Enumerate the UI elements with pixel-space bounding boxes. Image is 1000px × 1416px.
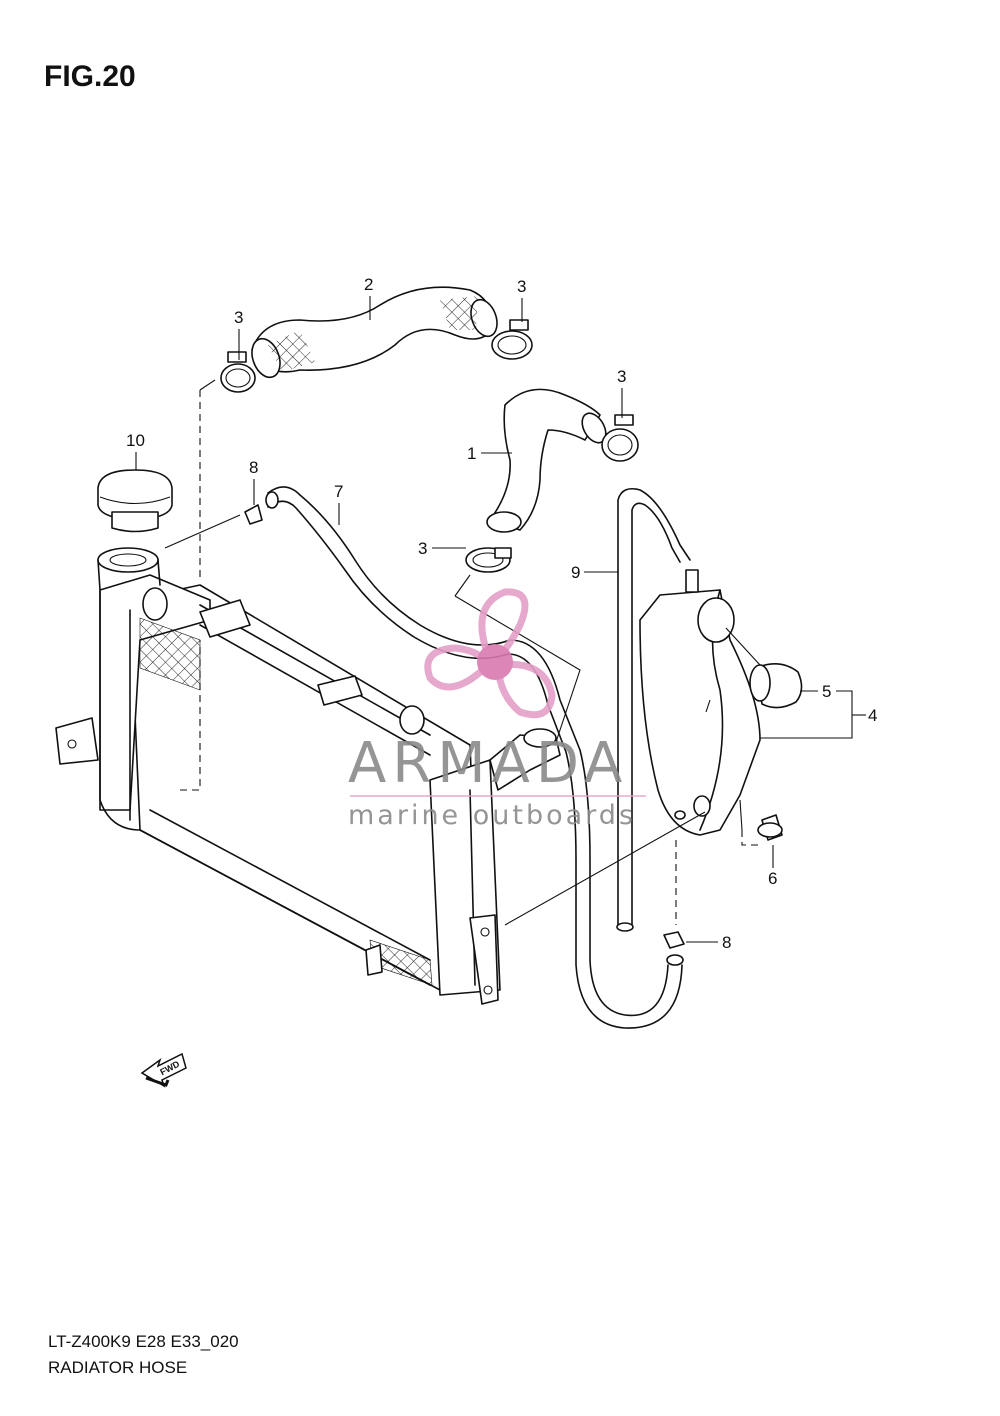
callout-1: 1 [467,444,476,463]
model-code: LT-Z400K9 E28 E33_020 [48,1332,239,1351]
leader-lines [199,379,706,926]
callout-4: 4 [868,706,877,725]
callout-8-lower: 8 [722,933,731,952]
watermark-brand: ARMADA [348,731,628,796]
section-name: RADIATOR HOSE [48,1358,188,1377]
small-clamp-part [244,504,685,949]
reservoir-tank-part [639,569,803,836]
callout-3-mid: 3 [418,539,427,558]
callout-6: 6 [768,869,777,888]
figure-title: FIG.20 [44,60,136,93]
watermark-tagline: marine outboards [348,800,636,831]
hose-clamp-part [220,319,639,573]
armada-watermark: ARMADA marine outboards [348,588,646,831]
radiator-part [55,390,561,1005]
callout-labels: 2 3 3 3 3 1 10 8 7 9 5 4 6 [126,275,877,952]
callout-3-upper: 3 [517,277,526,296]
callout-3-left: 3 [234,308,243,327]
lower-hose-part [486,388,607,533]
callout-5: 5 [822,682,831,701]
callout-10: 10 [126,431,145,450]
callout-7: 7 [334,482,343,501]
radiator-cap-part [97,469,241,549]
reservoir-hose-part [616,487,691,932]
callout-2: 2 [364,275,373,294]
upper-hose-part [251,286,498,379]
fwd-arrow: FWD [140,1052,187,1088]
overflow-hose-part [265,486,684,1029]
callout-3-right: 3 [617,367,626,386]
bolt-part [739,799,783,846]
armada-logo-icon [424,588,556,719]
callout-9: 9 [571,563,580,582]
callout-8-upper: 8 [249,458,258,477]
